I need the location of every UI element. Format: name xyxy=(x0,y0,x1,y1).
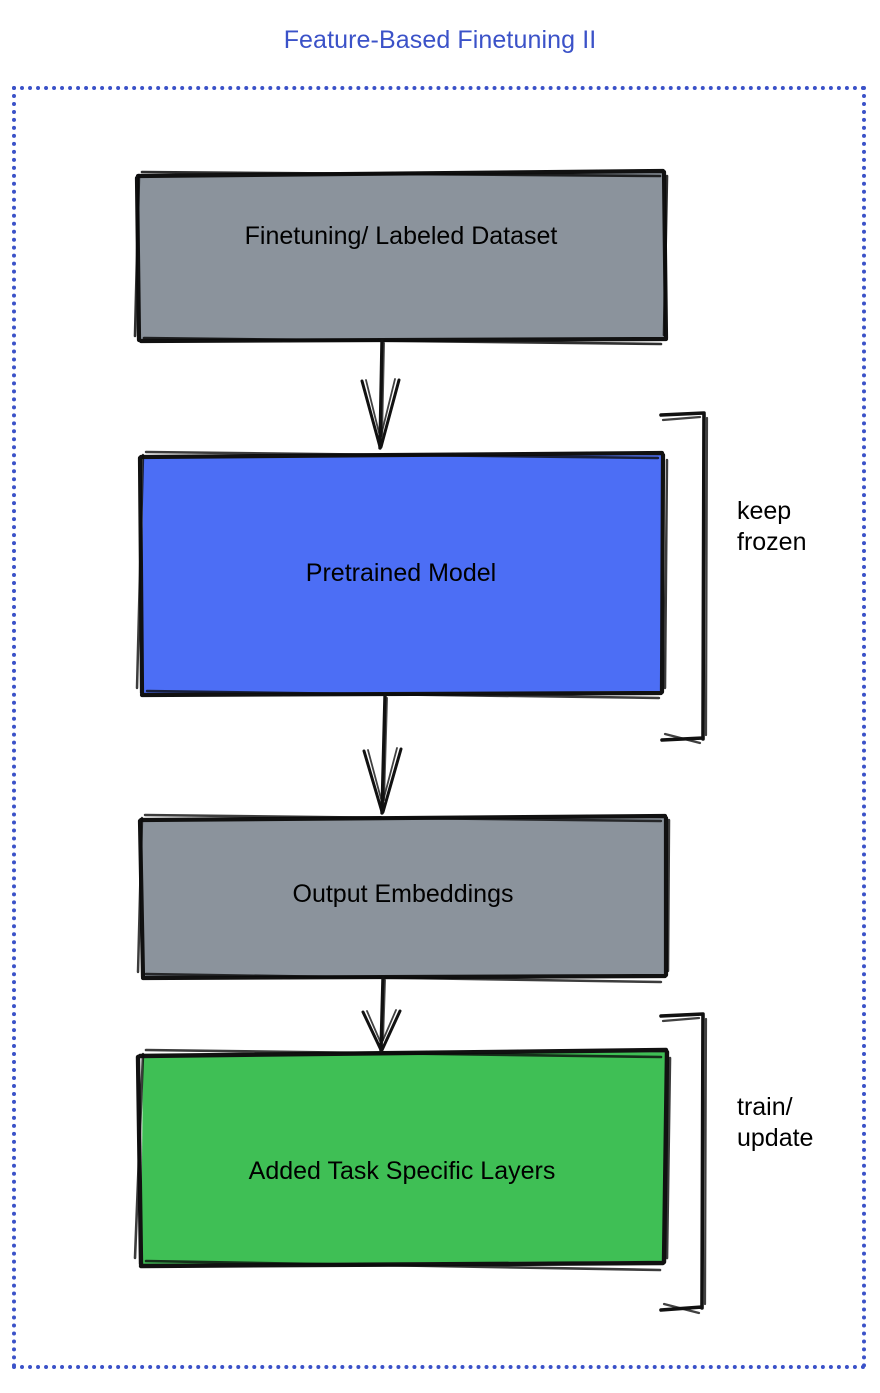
node-output-embeddings-label: Output Embeddings xyxy=(292,880,514,908)
node-pretrained-model[interactable]: Pretrained Model xyxy=(139,451,663,695)
node-pretrained-model-label: Pretrained Model xyxy=(305,559,497,587)
node-added-task-specific-layers[interactable]: Added Task Specific Layers xyxy=(137,1050,667,1265)
node-output-embeddings[interactable]: Output Embeddings xyxy=(139,815,667,977)
node-finetuning-dataset[interactable]: Finetuning/ Labeled Dataset xyxy=(137,170,665,340)
keep-frozen-label: keep frozen xyxy=(737,497,807,556)
train-update-label: train/ update xyxy=(737,1093,814,1152)
node-added-task-specific-layers-label: Added Task Specific Layers xyxy=(248,1157,556,1185)
page-title: Feature-Based Finetuning II xyxy=(283,26,597,54)
node-finetuning-dataset-label: Finetuning/ Labeled Dataset xyxy=(244,222,558,250)
outer-dashed-frame xyxy=(12,86,866,1369)
